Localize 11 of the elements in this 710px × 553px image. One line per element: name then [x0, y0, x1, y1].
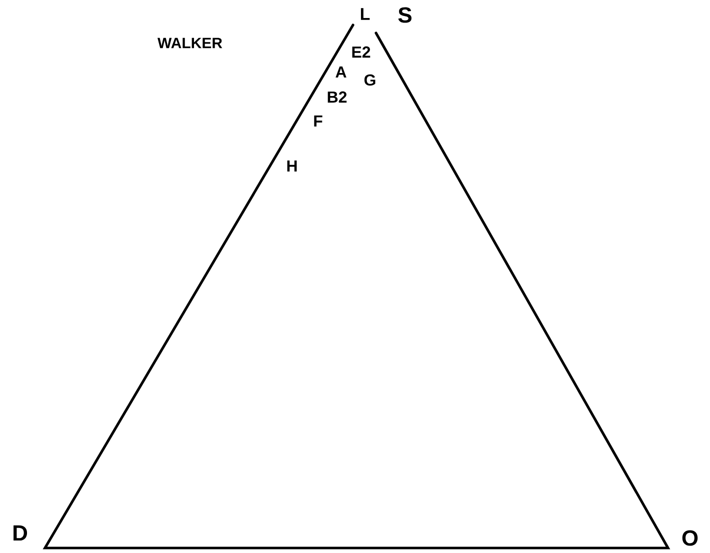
point-label: A — [336, 66, 346, 78]
point-label: B2 — [328, 91, 347, 103]
point-label: F — [314, 116, 322, 126]
point-label: S — [398, 7, 412, 23]
point-label: G — [364, 74, 376, 86]
point-label: D — [14, 525, 28, 541]
point-label: O — [682, 530, 698, 546]
point-label: L — [360, 8, 370, 20]
point-label: WALKER — [158, 38, 222, 48]
point-label: E2 — [352, 46, 370, 58]
point-label: H — [287, 160, 297, 172]
